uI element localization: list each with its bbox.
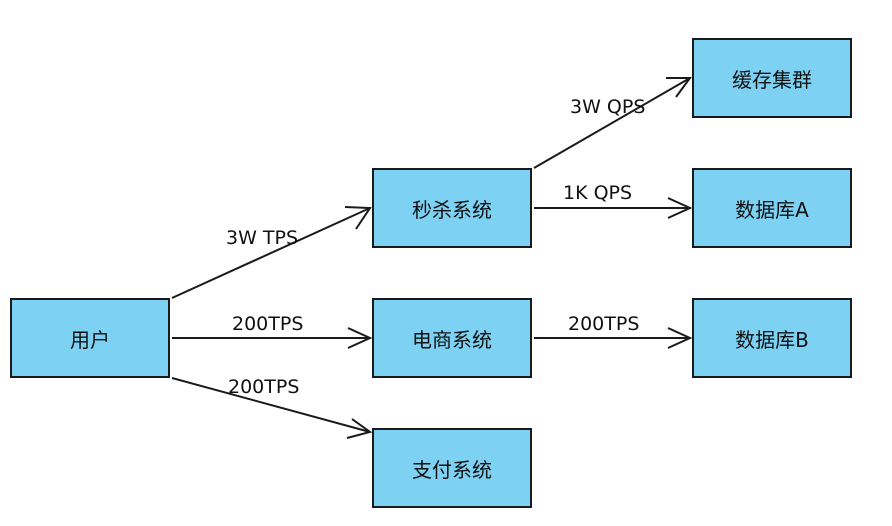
node-database-b: 数据库B [692,298,852,378]
edge-user-payment [171,377,371,433]
node-seckill-system: 秒杀系统 [372,168,532,248]
edge-seckill-cache [533,77,691,169]
node-ecommerce-system-label: 电商系统 [412,327,492,352]
node-database-a-label: 数据库A [735,197,809,222]
edge-label-seckill-cache: 3W QPS [570,96,646,118]
arrowhead-ecommerce-database-b [667,327,693,349]
node-cache-cluster-label: 缓存集群 [732,67,812,92]
node-seckill-system-label: 秒杀系统 [412,197,492,222]
node-database-a: 数据库A [692,168,852,248]
node-ecommerce-system: 电商系统 [372,298,532,378]
edge-label-seckill-database-a: 1K QPS [563,182,633,204]
edge-label-user-payment: 200TPS [228,376,300,398]
arrowhead-user-payment [346,418,373,439]
edge-label-user-ecommerce: 200TPS [232,313,304,335]
edge-user-seckill [171,207,371,299]
edge-label-user-seckill: 3W TPS [226,227,299,249]
node-user: 用户 [10,298,170,378]
arrowhead-user-seckill [344,206,372,230]
arrowhead-user-ecommerce [347,327,373,349]
arrowhead-seckill-cache [666,77,692,98]
arrowhead-seckill-database-a [667,197,693,219]
node-payment-system-label: 支付系统 [412,457,492,482]
node-cache-cluster: 缓存集群 [692,38,852,118]
node-user-label: 用户 [70,327,110,352]
edge-label-ecommerce-database-b: 200TPS [568,313,640,335]
node-database-b-label: 数据库B [735,327,809,352]
node-payment-system: 支付系统 [372,428,532,508]
